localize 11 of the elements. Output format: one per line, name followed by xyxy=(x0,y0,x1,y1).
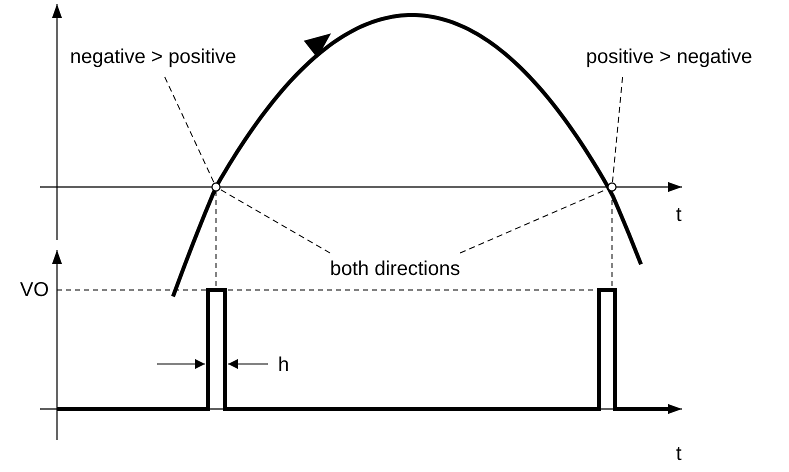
leader-line xyxy=(460,188,608,254)
annotation-text: negative > positive xyxy=(70,47,236,67)
leader-line xyxy=(220,189,330,254)
axis-label: t xyxy=(676,444,682,464)
axis-label: VO xyxy=(20,280,49,300)
annotation-text: positive > negative xyxy=(586,47,752,67)
annotation-text: both directions xyxy=(330,259,460,279)
axis-label: t xyxy=(676,205,682,225)
leader-line xyxy=(164,76,214,183)
dimension-label: h xyxy=(278,355,290,375)
leader-line xyxy=(612,76,624,183)
